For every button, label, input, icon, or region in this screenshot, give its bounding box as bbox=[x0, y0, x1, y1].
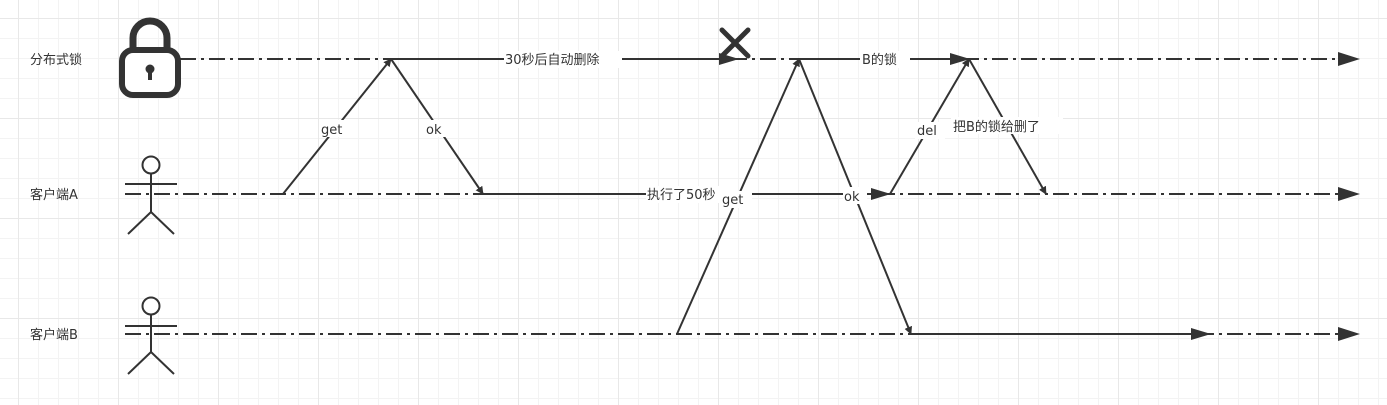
b-ok-label: ok bbox=[844, 190, 860, 205]
client-b-lifeline-arrowhead bbox=[1338, 327, 1360, 341]
expire-label: 30秒后自动删除 bbox=[505, 53, 600, 68]
a-del-label: del bbox=[917, 124, 937, 139]
padlock-icon bbox=[119, 17, 181, 98]
a-get-label: get bbox=[321, 123, 342, 138]
exec-label: 执行了50秒 bbox=[647, 188, 716, 203]
deleted-b-label: 把B的锁给删了 bbox=[953, 119, 1040, 135]
x-mark-icon bbox=[719, 27, 751, 59]
a-ok-label: ok bbox=[426, 123, 442, 138]
b-lock-label: B的锁 bbox=[862, 52, 897, 68]
lock-lifeline-label: 分布式锁 bbox=[30, 52, 82, 68]
client-a-lifeline-label: 客户端A bbox=[30, 187, 78, 203]
lock-lifeline-arrowhead bbox=[1338, 52, 1360, 66]
client-b-actor-icon bbox=[125, 296, 177, 375]
client-b-lifeline-label: 客户端B bbox=[30, 327, 78, 343]
client-a-lifeline-arrowhead bbox=[1338, 187, 1360, 201]
client-a-actor-icon bbox=[125, 155, 177, 235]
b-get-label: get bbox=[722, 193, 743, 208]
